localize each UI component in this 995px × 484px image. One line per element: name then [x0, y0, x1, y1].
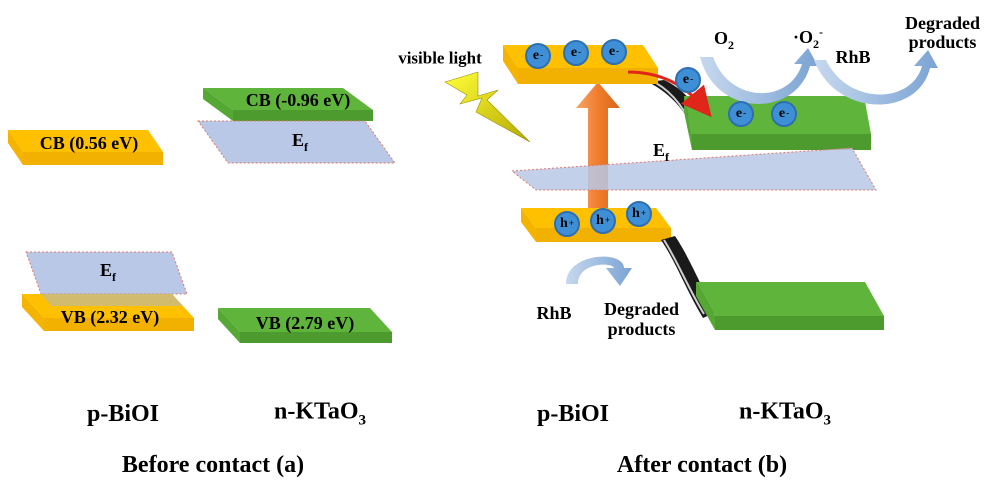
electron-icon: e- — [771, 101, 797, 127]
ef-label-b: Ef — [652, 140, 670, 164]
ktao3-cb-label-a: CB (-0.96 eV) — [245, 90, 351, 110]
interface-vb-connector-highlight — [663, 239, 705, 315]
hole-icon: h+ — [590, 208, 616, 234]
electron-icon: e- — [675, 67, 701, 93]
degraded-products-label-top: Degraded products — [905, 13, 980, 52]
rhb-label-top: RhB — [835, 47, 871, 67]
ktao3-cb-band-a — [203, 88, 373, 121]
biOI-vb-band-a — [22, 294, 194, 331]
visible-light-label: visible light — [398, 48, 482, 68]
ktao3-vb-band-a — [218, 308, 392, 343]
degraded-products-label-bottom: Degraded products — [604, 299, 679, 339]
material-label-ktao3-a: n-KTaO3 — [274, 398, 366, 429]
material-label-ktao3-b: n-KTaO3 — [739, 398, 831, 429]
ktao3-ef-label-a: Ef — [291, 130, 309, 154]
rhb-to-degraded-arrow-top — [814, 50, 938, 105]
biOI-cb-band-a — [8, 130, 163, 165]
biOI-ef-label-a: Ef — [99, 260, 117, 284]
caption-after-contact: After contact (b) — [616, 452, 788, 478]
ktao3-vb-band-b — [696, 282, 884, 330]
o2-label: O2 — [713, 28, 735, 52]
electron-icon: e- — [525, 43, 551, 69]
material-label-biOI-a: p-BiOI — [86, 401, 160, 427]
fermi-level-b — [510, 147, 877, 191]
lightning-bolt-icon — [444, 71, 531, 143]
superoxide-label: ·O2- — [792, 25, 824, 51]
electron-icon: e- — [563, 40, 589, 66]
caption-before-contact: Before contact (a) — [121, 452, 305, 478]
electron-transfer-arrow — [627, 70, 712, 118]
ktao3-vb-label-a: VB (2.79 eV) — [255, 313, 355, 333]
ktao3-fermi-level-a — [197, 120, 396, 164]
hole-icon: h+ — [554, 211, 580, 237]
excitation-arrow — [576, 82, 620, 208]
electron-icon: e- — [728, 101, 754, 127]
hole-icon: h+ — [626, 201, 652, 227]
rhb-label-bottom: RhB — [536, 303, 572, 323]
o2-to-superoxide-arrow — [700, 48, 818, 104]
rhb-to-degraded-arrow-bottom — [566, 256, 632, 286]
biOI-cb-label-a: CB (0.56 eV) — [39, 133, 139, 153]
biOI-vb-label-a: VB (2.32 eV) — [60, 307, 160, 327]
biOI-fermi-level-a — [25, 251, 188, 295]
material-label-biOI-b: p-BiOI — [536, 401, 610, 427]
electron-icon: e- — [601, 39, 627, 65]
